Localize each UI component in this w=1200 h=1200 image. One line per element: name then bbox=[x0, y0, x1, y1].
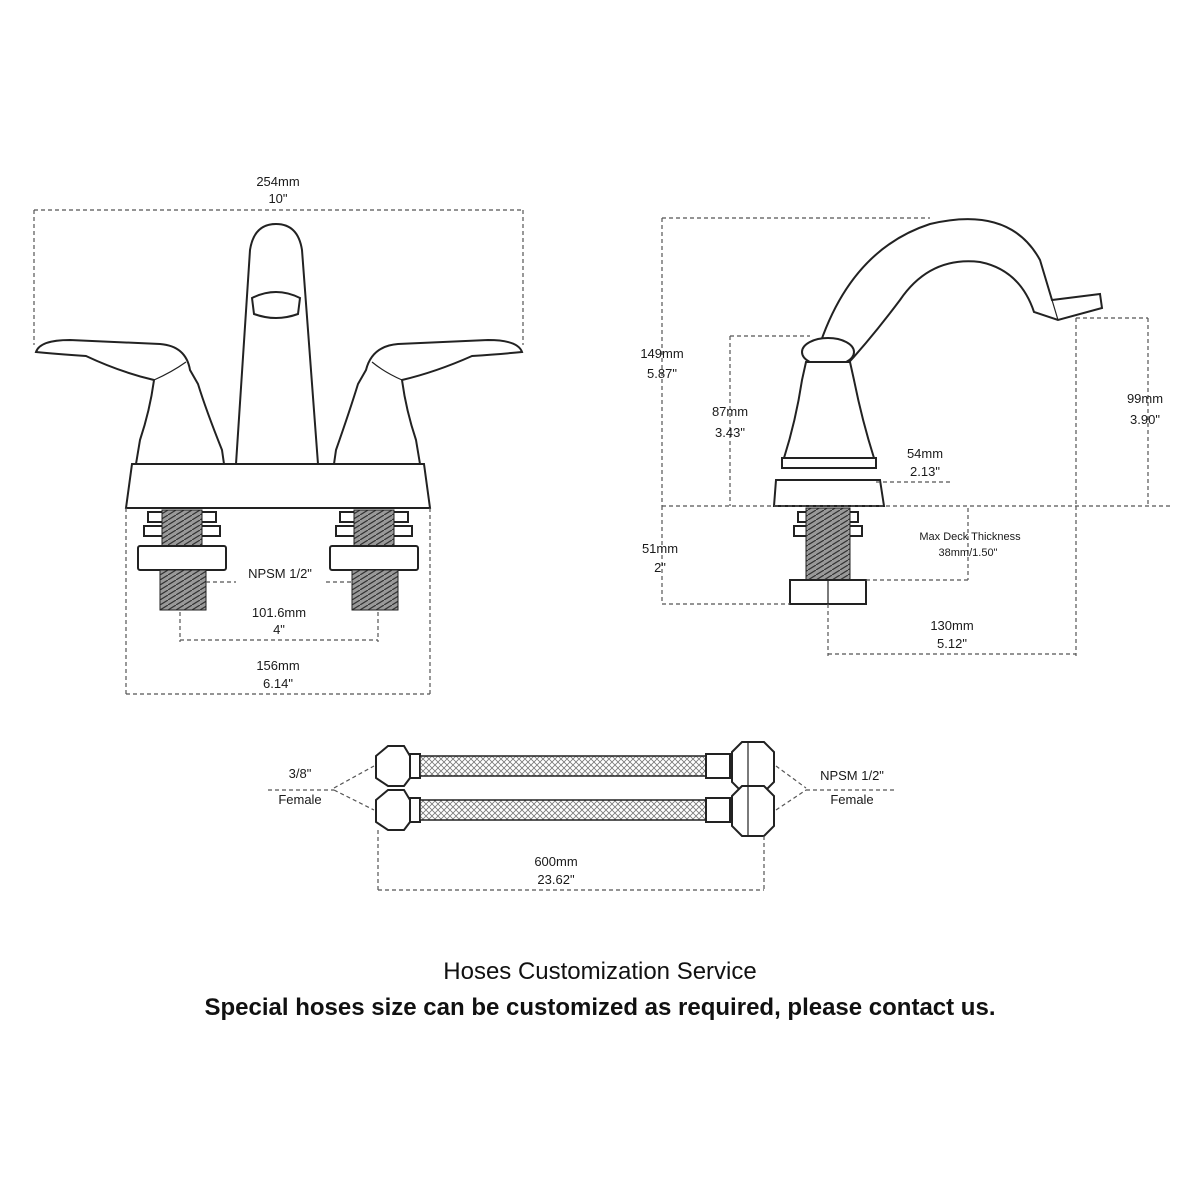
total-height-in: 5.87" bbox=[647, 366, 677, 381]
side-handle-body bbox=[782, 361, 876, 459]
spout-height-mm: 99mm bbox=[1127, 391, 1163, 406]
hose-assembly: 3/8" Female NPSM 1/2" Female 600mm 23.62… bbox=[268, 741, 896, 892]
handle-height-mm: 87mm bbox=[712, 404, 748, 419]
base-width-in: 6.14" bbox=[263, 676, 293, 691]
left-handle bbox=[34, 338, 226, 465]
spout-height-in: 3.90" bbox=[1130, 412, 1160, 427]
overall-width-in: 10" bbox=[268, 191, 287, 206]
reach-in: 5.12" bbox=[937, 636, 967, 651]
overall-width-mm: 254mm bbox=[256, 174, 299, 189]
base-dia-in: 2.13" bbox=[910, 464, 940, 479]
aerator bbox=[250, 291, 302, 319]
hose-length-mm: 600mm bbox=[534, 854, 577, 869]
left-shank bbox=[137, 509, 227, 611]
deck-plate bbox=[124, 463, 432, 509]
handle-height-in: 3.43" bbox=[715, 425, 745, 440]
base-dia-mm: 54mm bbox=[907, 446, 943, 461]
side-view: 149mm 5.87" 87mm 3.43" 99mm 3.90" 54mm 2… bbox=[640, 217, 1170, 656]
hose-top bbox=[375, 741, 775, 793]
caption-note: Special hoses size can be customized as … bbox=[204, 994, 996, 1021]
right-shank bbox=[329, 509, 419, 611]
right-hose-type: Female bbox=[830, 792, 873, 807]
side-thread bbox=[805, 507, 851, 581]
caption-title: Hoses Customization Service bbox=[443, 958, 757, 985]
left-hose-size: 3/8" bbox=[289, 766, 312, 781]
left-hose-type: Female bbox=[278, 792, 321, 807]
hose-bottom bbox=[375, 785, 775, 837]
side-deck-base bbox=[772, 479, 886, 507]
base-width-mm: 156mm bbox=[256, 658, 299, 673]
side-spout bbox=[816, 218, 1104, 372]
hose-length-in: 23.62" bbox=[537, 872, 575, 887]
center-spacing-in: 4" bbox=[273, 622, 285, 637]
shank-length-in: 2" bbox=[654, 560, 666, 575]
front-view: 254mm 10" NPSM 1/ bbox=[33, 174, 524, 696]
shank-length-mm: 51mm bbox=[642, 541, 678, 556]
center-spacing-mm: 101.6mm bbox=[252, 605, 306, 620]
right-hose-size: NPSM 1/2" bbox=[820, 768, 884, 783]
handle-ring bbox=[781, 457, 877, 469]
thread-label: NPSM 1/2" bbox=[248, 566, 312, 581]
front-spout bbox=[234, 222, 320, 465]
total-height-mm: 149mm bbox=[640, 346, 683, 361]
deck-thickness-title: Max Deck Thickness bbox=[919, 531, 1021, 543]
right-handle bbox=[332, 338, 524, 465]
deck-thickness-value: 38mm/1.50" bbox=[939, 547, 998, 559]
reach-mm: 130mm bbox=[930, 618, 973, 633]
